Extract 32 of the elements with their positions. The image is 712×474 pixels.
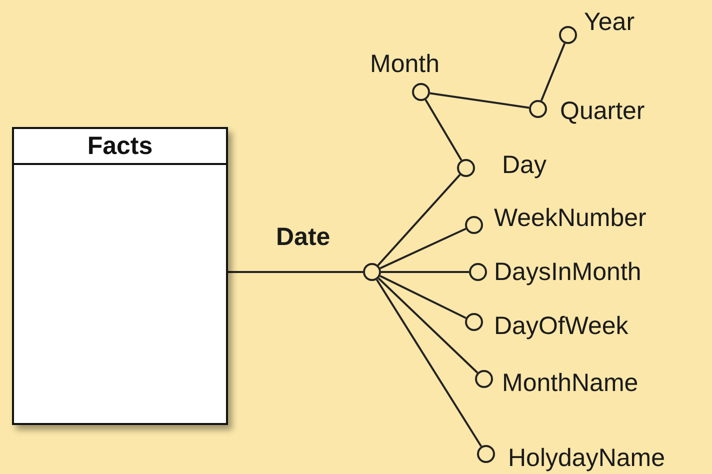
connector-line: [377, 174, 461, 266]
attribute-label: Date: [276, 225, 330, 250]
attribute-circle: [465, 216, 483, 234]
connector-line: [376, 279, 482, 447]
attribute-circle: [465, 313, 483, 331]
connector-line: [540, 42, 566, 102]
attribute-circle: [412, 83, 430, 101]
attribute-circle: [457, 159, 475, 177]
attribute-label: Month: [370, 52, 440, 77]
connector-line: [380, 275, 466, 319]
attribute-circle: [559, 26, 577, 44]
table-header: Facts: [14, 129, 226, 165]
attribute-circle: [469, 263, 487, 281]
connector-line: [228, 271, 363, 273]
table-box: [12, 127, 228, 425]
connector-line: [424, 99, 462, 161]
attribute-label: DayOfWeek: [494, 314, 628, 339]
connector-line: [430, 92, 530, 109]
attribute-label: DaysInMonth: [494, 260, 642, 285]
attribute-label: Day: [502, 153, 546, 178]
attribute-label: Quarter: [560, 99, 645, 124]
attribute-circle: [529, 100, 547, 118]
attribute-circle: [363, 263, 381, 281]
attribute-circle: [475, 370, 493, 388]
attribute-label: MonthName: [502, 371, 638, 396]
connector-line: [381, 271, 469, 273]
connector-line: [378, 278, 478, 374]
attribute-circle: [477, 445, 495, 463]
connector-line: [380, 228, 466, 270]
attribute-label: HolydayName: [508, 446, 666, 471]
attribute-label: Year: [584, 10, 635, 35]
attribute-label: WeekNumber: [494, 206, 646, 231]
